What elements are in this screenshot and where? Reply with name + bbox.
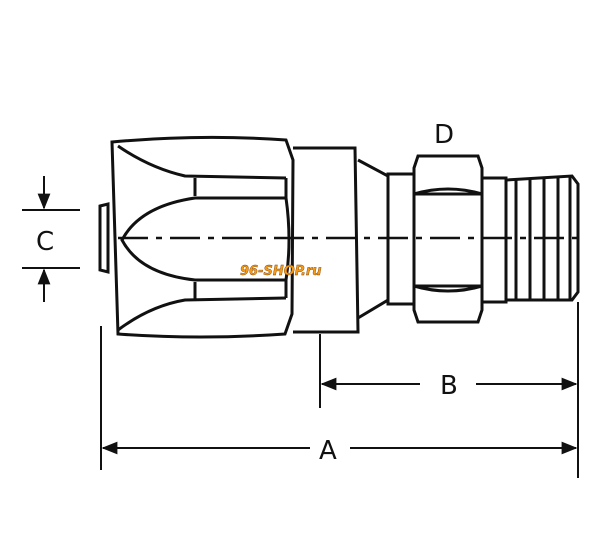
dimension-c	[22, 176, 80, 302]
dimension-a-label: A	[319, 436, 337, 466]
dimension-b-label: B	[440, 371, 458, 401]
dimension-a	[100, 326, 578, 470]
dimension-b	[319, 302, 579, 478]
dimension-d-label: D	[434, 120, 454, 150]
watermark: 96-SHOP.ru	[240, 264, 322, 279]
dimension-c-label: C	[36, 227, 54, 257]
